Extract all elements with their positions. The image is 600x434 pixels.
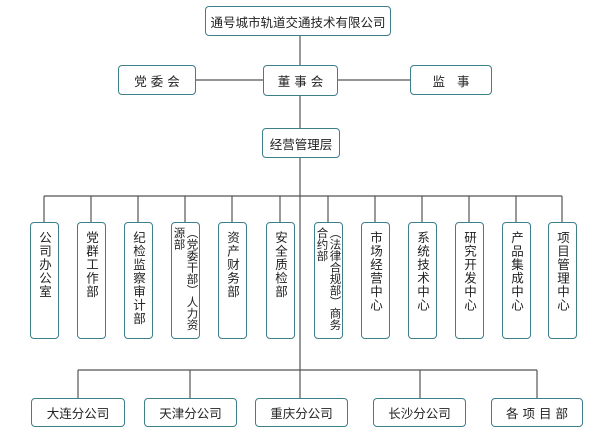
department-box: 公司办公室 bbox=[30, 222, 59, 339]
department-label: 公司办公室 bbox=[37, 231, 52, 299]
branch-box: 重庆分公司 bbox=[255, 398, 348, 427]
department-label: （党委干部）人力资源部 bbox=[172, 227, 200, 331]
department-label: 资产财务部 bbox=[225, 231, 240, 299]
board-label: 董 事 会 bbox=[277, 74, 324, 89]
branch-box: 长沙分公司 bbox=[373, 398, 466, 427]
department-box: 产品集成中心 bbox=[502, 222, 531, 339]
department-box: （法律合规部）商务合约部 bbox=[314, 222, 343, 339]
management-label: 经营管理层 bbox=[269, 136, 333, 152]
party-committee-label: 党 委 会 bbox=[134, 73, 180, 89]
branch-label: 天津分公司 bbox=[159, 406, 222, 421]
department-label: 系统技术中心 bbox=[415, 231, 430, 312]
branch-label: 各 项 目 部 bbox=[506, 406, 568, 421]
branch-label: 大连分公司 bbox=[46, 406, 110, 421]
department-label: 纪检监察审计部 bbox=[131, 231, 146, 326]
department-box: 安全质检部 bbox=[266, 222, 295, 339]
department-label: 安全质检部 bbox=[273, 231, 288, 299]
management-box: 经营管理层 bbox=[262, 128, 340, 158]
branch-label: 重庆分公司 bbox=[270, 406, 333, 421]
department-label: （法律合规部）商务合约部 bbox=[315, 227, 343, 331]
party-committee-box: 党 委 会 bbox=[118, 65, 196, 95]
department-box: （党委干部）人力资源部 bbox=[171, 222, 200, 339]
department-box: 项目管理中心 bbox=[548, 222, 577, 339]
supervisor-box: 监 事 bbox=[410, 65, 492, 95]
board-box: 董 事 会 bbox=[263, 65, 338, 96]
branch-label: 长沙分公司 bbox=[388, 406, 451, 421]
department-box: 研究开发中心 bbox=[455, 222, 484, 339]
department-box: 系统技术中心 bbox=[408, 222, 437, 339]
company-box: 通号城市轨道交通技术有限公司 bbox=[205, 6, 391, 36]
department-box: 纪检监察审计部 bbox=[124, 222, 153, 339]
department-label: 市场经营中心 bbox=[368, 231, 383, 312]
department-label: 项目管理中心 bbox=[555, 231, 570, 312]
department-label: 产品集成中心 bbox=[509, 231, 524, 312]
company-label: 通号城市轨道交通技术有限公司 bbox=[210, 14, 386, 30]
department-label: 研究开发中心 bbox=[462, 231, 477, 312]
department-label: 党群工作部 bbox=[84, 231, 99, 299]
supervisor-label: 监 事 bbox=[432, 73, 470, 89]
branch-box: 各 项 目 部 bbox=[491, 398, 583, 427]
department-box: 党群工作部 bbox=[77, 222, 106, 339]
branch-box: 大连分公司 bbox=[31, 398, 125, 427]
department-box: 市场经营中心 bbox=[361, 222, 390, 339]
branch-box: 天津分公司 bbox=[144, 398, 237, 427]
department-box: 资产财务部 bbox=[218, 222, 247, 339]
